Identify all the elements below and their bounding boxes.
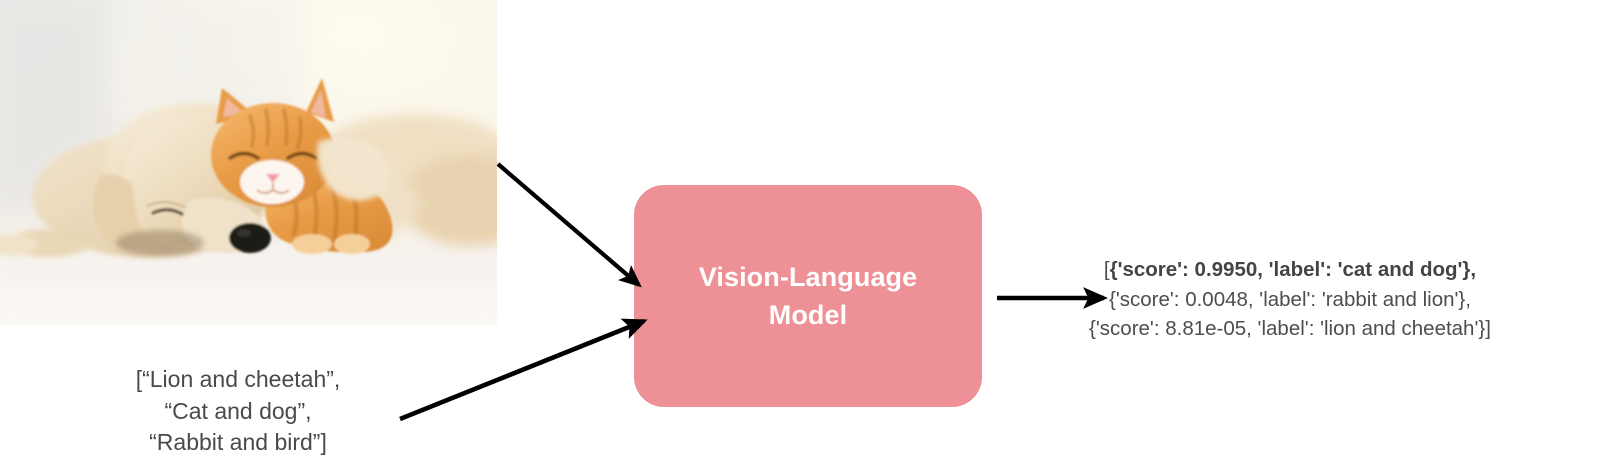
- model-output: [{'score': 0.9950, 'label': 'cat and dog…: [1040, 255, 1540, 344]
- output-prediction-3: {'score': 8.81e-05, 'label': 'lion and c…: [1089, 317, 1486, 341]
- output-open-bracket: [: [1103, 258, 1110, 281]
- vision-language-model-box[interactable]: Vision-Language Model: [634, 185, 982, 407]
- output-prediction-1: {'score': 0.9950, 'label': 'cat and dog'…: [1109, 258, 1477, 281]
- output-line-1: [{'score': 0.9950, 'label': 'cat and dog…: [1040, 255, 1540, 285]
- arrow-prompt-to-model: [399, 318, 648, 422]
- output-line-3: {'score': 8.81e-05, 'label': 'lion and c…: [1040, 314, 1540, 344]
- candidate-labels-prompt: [“Lion and cheetah”, “Cat and dog”, “Rab…: [135, 366, 341, 456]
- model-box-label: Vision-Language Model: [698, 261, 918, 330]
- output-line-2: {'score': 0.0048, 'label': 'rabbit and l…: [1109, 287, 1471, 311]
- input-image: [0, 0, 497, 325]
- arrow-image-to-model: [496, 162, 642, 288]
- output-close-bracket: ]: [1485, 317, 1491, 341]
- puppy-and-kitten-photo: [0, 0, 497, 325]
